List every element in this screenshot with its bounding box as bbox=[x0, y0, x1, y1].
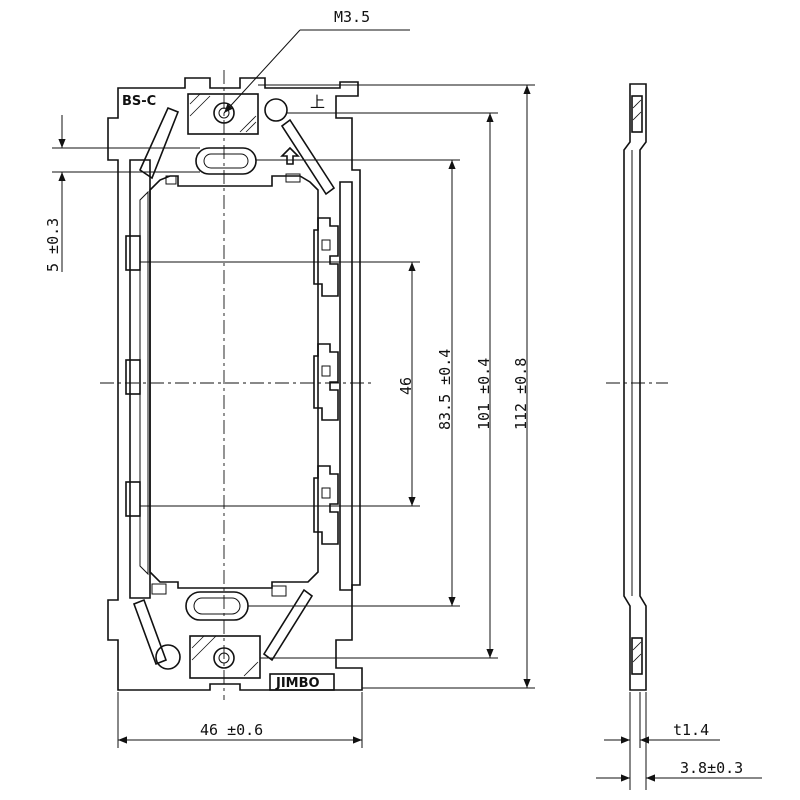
front-view bbox=[100, 70, 372, 700]
dim-thickness: t1.4 bbox=[673, 721, 709, 739]
width-dim bbox=[117, 692, 363, 748]
dim-frame-inner: 101 ±0.4 bbox=[475, 358, 493, 430]
brand-badge: JIMBO bbox=[269, 673, 335, 691]
dim-slot-offset: 5 ±0.3 bbox=[44, 218, 62, 272]
top-rivet bbox=[264, 98, 288, 122]
left-clips bbox=[125, 235, 141, 517]
screw-callout bbox=[223, 29, 410, 114]
bottom-slot bbox=[185, 591, 249, 621]
dim-module-pitch: 46 bbox=[397, 377, 415, 395]
top-slot bbox=[195, 147, 257, 175]
right-rail bbox=[339, 181, 353, 591]
extension-lines bbox=[140, 84, 535, 689]
slot-offset-dim bbox=[52, 115, 200, 272]
right-clips bbox=[313, 217, 339, 545]
thickness-dim bbox=[604, 692, 720, 790]
up-mark: 上 bbox=[310, 93, 325, 111]
left-rail bbox=[129, 159, 151, 599]
side-profile bbox=[623, 83, 647, 691]
model-label: BS-C bbox=[122, 94, 156, 109]
side-view bbox=[606, 83, 668, 691]
dim-frame-height: 112 ±0.8 bbox=[512, 358, 530, 430]
up-arrow-icon bbox=[280, 146, 300, 165]
bottom-rivet bbox=[155, 644, 181, 670]
springs bbox=[132, 106, 336, 666]
dim-width: 46 ±0.6 bbox=[200, 721, 263, 739]
bottom-screw-block bbox=[155, 635, 261, 679]
dim-side-depth: 3.8±0.3 bbox=[680, 759, 743, 777]
module-opening-inner bbox=[139, 190, 149, 576]
module-opening bbox=[149, 175, 319, 589]
screw-label: M3.5 bbox=[334, 8, 370, 26]
dim-hole-pitch: 83.5 ±0.4 bbox=[436, 349, 454, 430]
top-screw-block bbox=[187, 93, 288, 135]
svg-text:JIMBO: JIMBO bbox=[275, 676, 320, 691]
